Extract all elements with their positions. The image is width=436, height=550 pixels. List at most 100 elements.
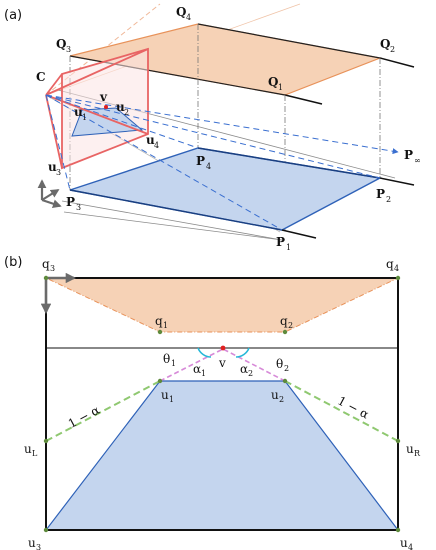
svg-text:u: u [146, 133, 155, 147]
plane-q-ext-2 [379, 57, 415, 68]
plane-p-inner-edge [197, 147, 381, 179]
image-trapezoid [71, 107, 144, 137]
svg-text:2: 2 [124, 108, 129, 117]
frustum-c-top-right [45, 48, 149, 96]
panel-a-label: (a) [4, 8, 22, 23]
label-P-infinity: P∞ [404, 148, 421, 165]
svg-text:u: u [400, 536, 408, 550]
svg-text:q: q [280, 314, 288, 328]
image-frame [45, 277, 399, 531]
top-trapezoid [45, 277, 399, 333]
gray-ground-line-3 [63, 211, 283, 241]
svg-text:4: 4 [154, 141, 159, 150]
svg-text:v: v [99, 90, 108, 104]
plane-q-edge-2 [197, 23, 381, 59]
frustum-c-bottom-right [45, 94, 149, 135]
svg-text:3: 3 [76, 203, 81, 212]
svg-text:4: 4 [186, 13, 191, 22]
svg-text:u: u [116, 100, 125, 114]
point-uL [43, 438, 49, 444]
label-one-minus-alpha-left: 1 − α [66, 403, 102, 431]
panel-b-label: (b) [4, 255, 22, 270]
point-u2 [282, 378, 288, 384]
svg-text:q: q [155, 314, 163, 328]
svg-text:θ: θ [276, 357, 283, 371]
pink-dash-left [159, 348, 224, 382]
point-uR [395, 438, 401, 444]
svg-text:q: q [42, 257, 50, 271]
svg-text:Q: Q [56, 37, 66, 51]
frame-axes [40, 272, 77, 315]
svg-text:u: u [271, 388, 279, 402]
svg-text:P: P [404, 148, 413, 162]
plane-p [69, 147, 383, 231]
svg-text:3: 3 [66, 45, 71, 54]
svg-text:P: P [196, 154, 205, 168]
svg-text:2: 2 [386, 195, 391, 204]
svg-text:1: 1 [286, 243, 291, 252]
point-q3 [43, 275, 49, 281]
point-v [220, 345, 226, 351]
point-u1 [157, 378, 163, 384]
svg-text:∞: ∞ [414, 156, 421, 165]
ray-to-p1 [45, 94, 283, 231]
label-C: C [36, 70, 46, 84]
frustum-c-top-left [45, 73, 63, 96]
svg-text:2: 2 [390, 45, 395, 54]
svg-text:2: 2 [248, 369, 253, 378]
svg-text:L: L [32, 449, 38, 458]
svg-text:1: 1 [169, 395, 174, 404]
plane-q-ext-1 [284, 94, 323, 105]
svg-text:4: 4 [206, 162, 211, 171]
gray-ground-line-2 [61, 200, 283, 241]
svg-text:P: P [66, 195, 75, 209]
plane-p-ext-2 [379, 177, 415, 186]
label-v: v [218, 356, 226, 370]
axis-indicator [37, 179, 62, 208]
svg-text:P: P [276, 235, 285, 249]
svg-text:Q: Q [380, 37, 390, 51]
svg-text:2: 2 [284, 364, 289, 373]
svg-text:Q: Q [268, 75, 278, 89]
plane-p-front-edge [69, 189, 283, 231]
ray-to-p2 [45, 94, 381, 179]
point-q2 [282, 329, 288, 335]
svg-text:3: 3 [50, 264, 55, 273]
svg-text:C: C [36, 70, 46, 84]
label-v-top: v [99, 90, 108, 104]
ray-to-p4 [45, 94, 199, 149]
svg-text:u: u [74, 105, 83, 119]
svg-text:2: 2 [279, 395, 284, 404]
svg-text:4: 4 [408, 543, 413, 550]
svg-text:P: P [376, 187, 385, 201]
svg-text:1: 1 [163, 321, 168, 330]
svg-text:u: u [161, 388, 169, 402]
svg-text:u: u [48, 160, 57, 174]
theta2-arc [235, 347, 250, 358]
point-u4 [395, 527, 401, 533]
svg-text:v: v [218, 356, 226, 370]
svg-text:q: q [386, 257, 394, 271]
svg-text:α: α [193, 362, 201, 376]
point-q4 [395, 275, 401, 281]
svg-text:1: 1 [171, 359, 176, 368]
svg-text:u: u [24, 442, 32, 456]
ray-to-p3 [45, 94, 71, 191]
point-q1 [157, 329, 163, 335]
